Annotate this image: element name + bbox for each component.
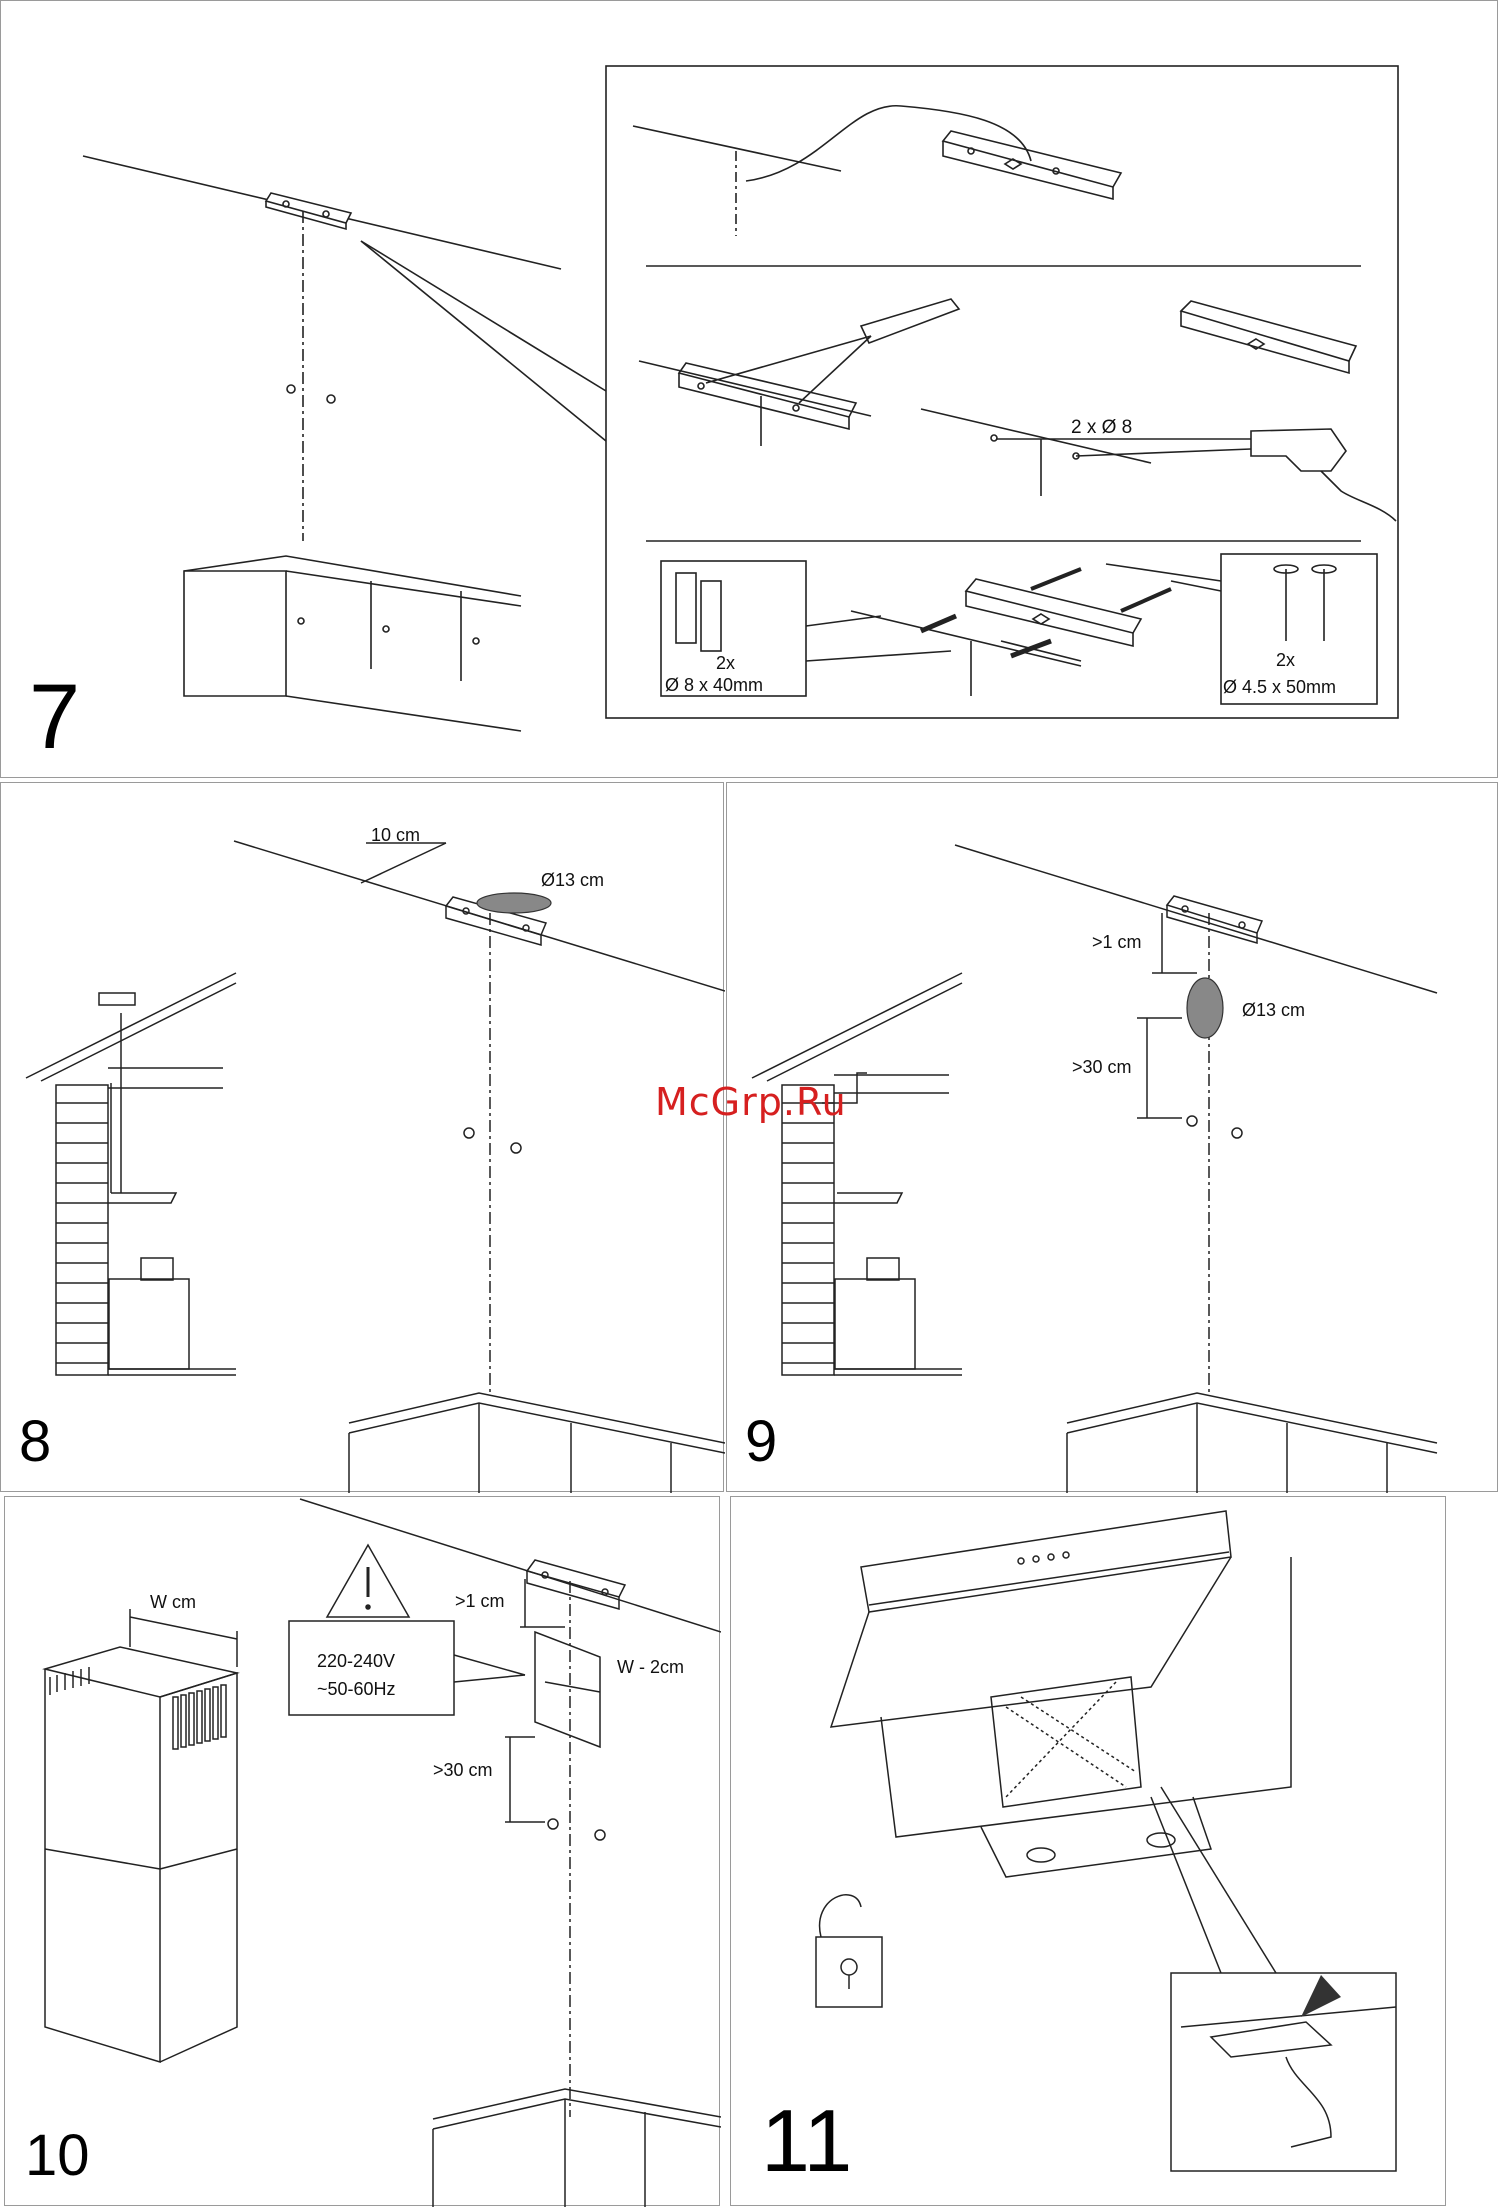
gap-bottom-label: >30 cm [1072, 1057, 1132, 1077]
step-8-panel: 10 cm Ø13 cm 8 [0, 782, 724, 1492]
step-8-illustration: 10 cm Ø13 cm [1, 783, 725, 1493]
drill-size-label: 2 x Ø 8 [1071, 417, 1132, 438]
offset-label: 10 cm [371, 825, 420, 845]
screw-size-label: Ø 4.5 x 50mm [1223, 677, 1336, 697]
step-9-number: 9 [745, 1413, 777, 1471]
chimney-width-label: W cm [150, 1592, 196, 1612]
step-7-number: 7 [29, 671, 80, 763]
duct-hole-marker [477, 893, 551, 913]
panel-width-label: W - 2cm [617, 1657, 684, 1677]
step-11-number: 11 [761, 2097, 852, 2185]
gap-top-label: >1 cm [455, 1591, 505, 1611]
step-10-illustration: W cm 220-240V ~50-60Hz >1 cm W - 2cm >30… [5, 1497, 721, 2207]
duct-hole-marker [1187, 978, 1223, 1038]
frequency-label: ~50-60Hz [317, 1679, 396, 1699]
step-9-panel: >1 cm Ø13 cm >30 cm 9 [726, 782, 1498, 1492]
step-7-panel: 2 x Ø 8 2x Ø 8 x 40mm 2x Ø 4.5 x 50mm 7 [0, 0, 1498, 778]
step-11-panel: 11 [730, 1496, 1446, 2206]
step-10-panel: W cm 220-240V ~50-60Hz >1 cm W - 2cm >30… [4, 1496, 720, 2206]
gap-top-label: >1 cm [1092, 932, 1142, 952]
step-8-number: 8 [19, 1413, 51, 1471]
arrow-icon [1301, 1975, 1341, 2017]
gap-bottom-label: >30 cm [433, 1760, 493, 1780]
step-7-illustration: 2 x Ø 8 2x Ø 8 x 40mm 2x Ø 4.5 x 50mm [1, 1, 1498, 779]
dowel-qty-label: 2x [716, 653, 735, 673]
step-10-number: 10 [25, 2127, 90, 2185]
dowel-size-label: Ø 8 x 40mm [665, 675, 763, 695]
hole-size-label: Ø13 cm [541, 870, 604, 890]
watermark: McGrp.Ru [655, 1080, 847, 1124]
voltage-label: 220-240V [317, 1651, 395, 1671]
screw-qty-label: 2x [1276, 650, 1295, 670]
hole-size-label: Ø13 cm [1242, 1000, 1305, 1020]
step-9-illustration: >1 cm Ø13 cm >30 cm [727, 783, 1498, 1493]
